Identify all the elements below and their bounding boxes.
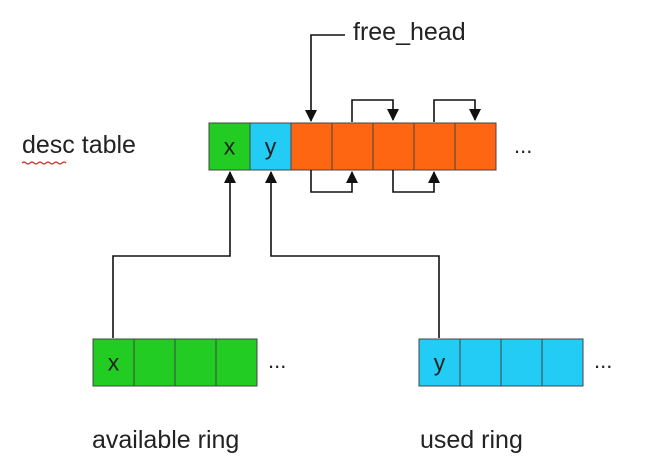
free-chain-arrow-3: [392, 170, 440, 193]
desc-table-ellipsis: ...: [514, 133, 532, 158]
used-ring-cell: [459, 338, 502, 387]
free-chain-arrow-1: [310, 170, 358, 193]
available-ring-cell: [174, 338, 217, 387]
available-ring-cell-text: x: [108, 350, 120, 376]
free-chain-arrow-4: [433, 99, 481, 122]
desc-table-label: desc table: [22, 133, 136, 158]
free-head-label: free_head: [353, 18, 466, 46]
free-head-arrow: [305, 34, 345, 122]
desc-table-cell: [372, 122, 415, 171]
used-ring-cell-text: y: [434, 350, 446, 376]
desc-table-cell-text: y: [265, 134, 277, 160]
available-ring-label: available ring: [92, 426, 240, 454]
spellcheck-underline: [21, 161, 67, 165]
used-ring: y: [418, 338, 584, 387]
desc-table-cell: [331, 122, 374, 171]
used-to-desc-arrow: [265, 171, 440, 338]
available-ring-cell: [133, 338, 176, 387]
used-ring-cell: y: [418, 338, 461, 387]
desc-table-cell: [290, 122, 333, 171]
used-ring-ellipsis: ...: [594, 348, 612, 373]
available-ring-cell: x: [92, 338, 135, 387]
desc-table-cell: [413, 122, 456, 171]
desc-table-cell: x: [208, 122, 251, 171]
used-ring-label: used ring: [420, 426, 523, 454]
desc-table-cell-text: x: [224, 134, 236, 160]
available-ring: x: [92, 338, 258, 387]
desc-word: desc table: [22, 131, 136, 159]
used-ring-cell: [500, 338, 543, 387]
desc-table-cell: [454, 122, 497, 171]
available-ring-cell: [215, 338, 258, 387]
free-chain-arrow-2: [351, 99, 399, 122]
used-ring-cell: [541, 338, 584, 387]
available-ring-ellipsis: ...: [268, 348, 286, 373]
available-to-desc-arrow: [112, 171, 236, 338]
desc-table-cell: y: [249, 122, 292, 171]
